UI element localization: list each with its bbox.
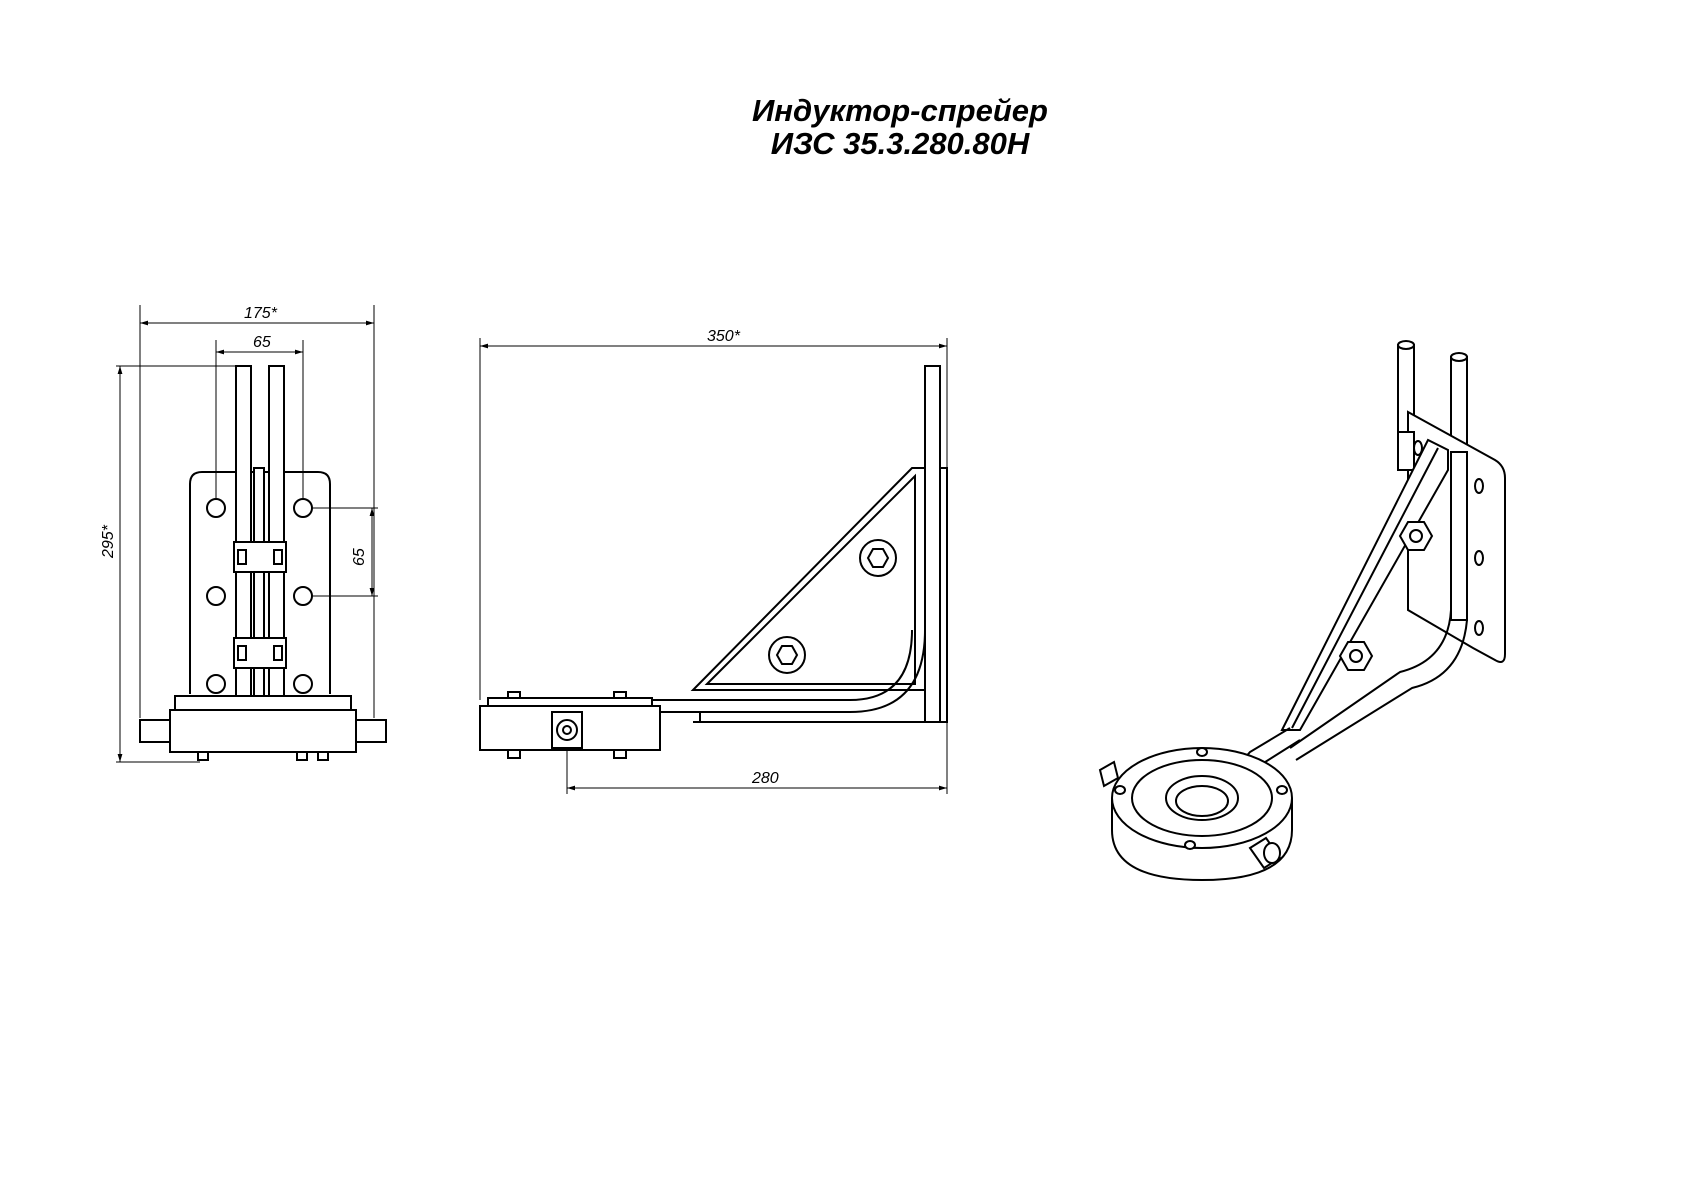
side-bolt-hex: [775, 645, 799, 665]
side-bolt: [768, 636, 806, 674]
iso-pipe-bend-outer: [1295, 619, 1468, 761]
iso-ring-bore: [1165, 775, 1239, 821]
side-pipe-bend-inner: [650, 629, 913, 701]
front-inductor-body: [169, 709, 357, 753]
front-nut: [317, 751, 329, 761]
iso-plate-hole: [1474, 620, 1484, 636]
isometric-view: [1098, 340, 1506, 882]
front-nut: [296, 751, 308, 761]
iso-gusset: [1280, 438, 1449, 731]
front-fitting-left: [139, 719, 171, 743]
front-base-top: [174, 695, 352, 711]
front-nut: [197, 751, 209, 761]
iso-plate-hole: [1474, 550, 1484, 566]
iso-ring-inner-rim: [1131, 759, 1273, 837]
front-bolt: [273, 645, 283, 661]
side-inductor-top: [487, 697, 653, 707]
front-hole: [206, 586, 226, 606]
front-bolt: [237, 549, 247, 565]
front-hole: [293, 586, 313, 606]
side-bolt: [859, 539, 897, 577]
iso-pipe-bend: [1289, 609, 1452, 749]
drawing-title: Индуктор-спрейер: [752, 93, 1048, 128]
iso-fitting-left: [1098, 760, 1120, 788]
iso-plate-hole: [1474, 478, 1484, 494]
drawing-model-number: ИЗС 35.3.280.80Н: [770, 126, 1030, 161]
front-view: [139, 365, 387, 761]
side-bolt-hex: [866, 548, 890, 568]
front-hole: [206, 674, 226, 694]
front-bolt: [237, 645, 247, 661]
iso-bolt: [1338, 641, 1374, 671]
front-hole: [206, 498, 226, 518]
dim-front-pipe-spacing: 65: [253, 334, 271, 351]
side-nut: [613, 691, 627, 699]
side-mount-plate: [939, 467, 948, 723]
front-bolt: [273, 549, 283, 565]
side-gusset: [690, 467, 926, 691]
side-view: [479, 365, 948, 759]
front-hole: [293, 498, 313, 518]
side-gusset-inner: [704, 473, 916, 685]
side-nozzle-ring: [556, 719, 578, 741]
dim-side-reach: 280: [751, 770, 779, 787]
side-nut: [507, 691, 521, 699]
front-dimensions: 175* 65 295* 65: [100, 305, 378, 763]
iso-ring-top: [1111, 747, 1293, 849]
dim-side-width: 350*: [707, 328, 741, 345]
dim-front-height: 295*: [100, 524, 117, 559]
iso-bolt: [1398, 521, 1434, 551]
front-fitting-right: [355, 719, 387, 743]
dim-front-hole-pitch: 65: [351, 548, 368, 566]
side-pipe-bend-outer: [650, 629, 926, 713]
dim-front-width: 175*: [244, 305, 278, 322]
side-vertical-pipe: [924, 365, 941, 723]
side-dimensions: 350* 280: [479, 328, 948, 794]
front-hole: [293, 674, 313, 694]
side-nut: [613, 749, 627, 759]
side-nut: [507, 749, 521, 759]
